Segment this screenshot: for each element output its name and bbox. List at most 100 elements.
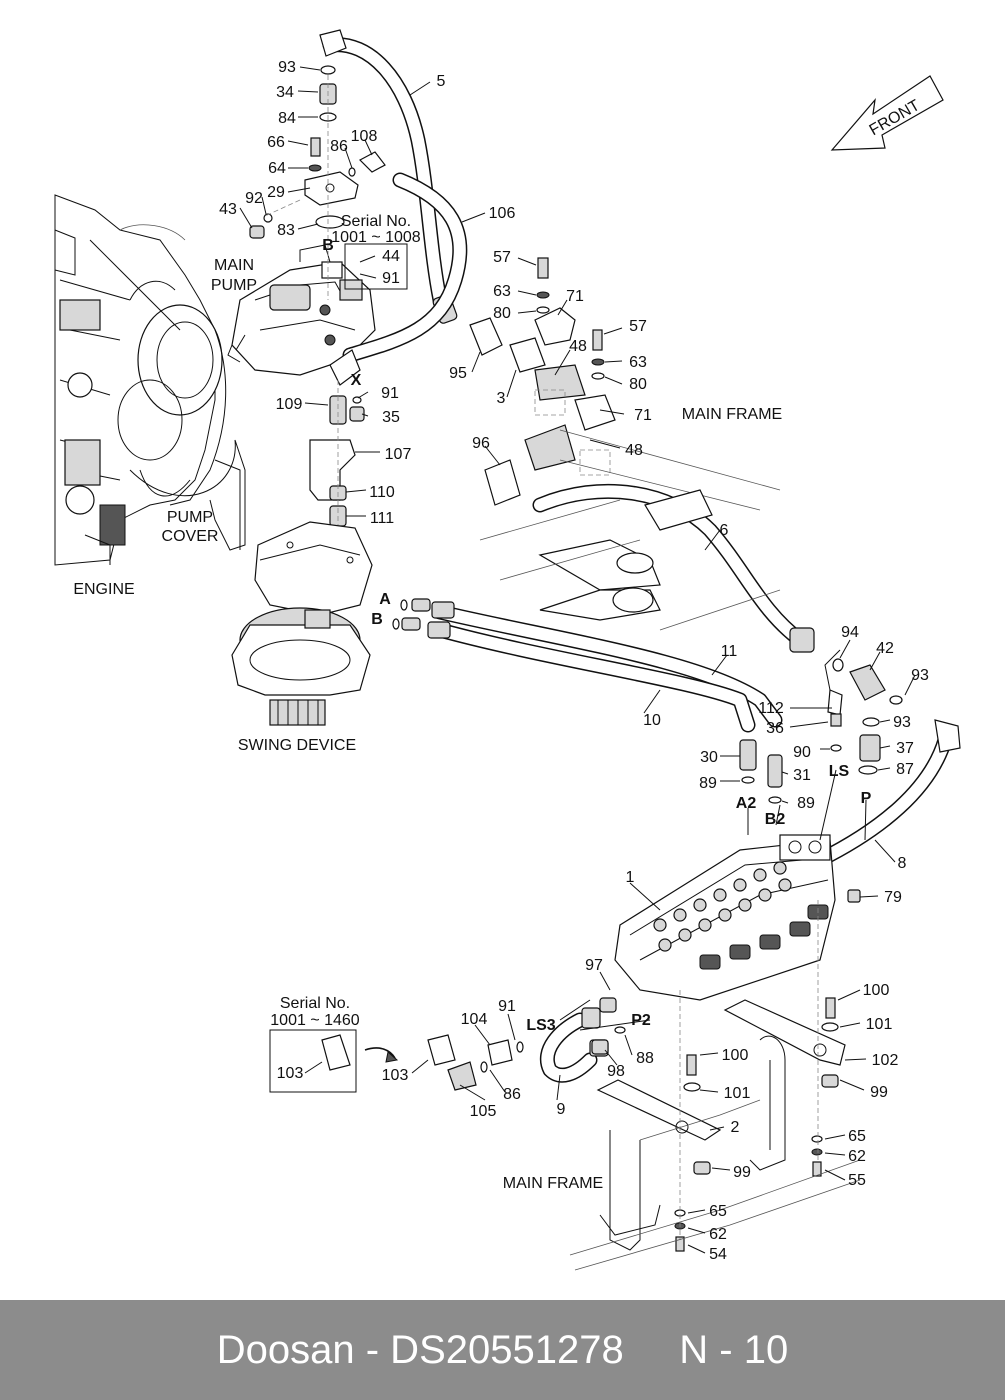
label-main-pump: MAIN: [214, 257, 254, 274]
hoses-10-11: [427, 601, 783, 733]
footer-text: Doosan - DS20551278 N - 10: [216, 1327, 789, 1372]
part-number: 104: [461, 1011, 488, 1028]
part-number: 80: [629, 376, 647, 393]
hydraulic-parts-diagram: MAIN PUMP PUMP COVER ENGINE SWING DEVICE…: [54, 29, 961, 1271]
part-number: 63: [629, 354, 647, 371]
brackets: [596, 900, 846, 1252]
part-number: 95: [449, 365, 467, 382]
part-number: 109: [276, 396, 303, 413]
control-valve-drawing: [614, 834, 861, 1001]
part-number: 55: [848, 1172, 866, 1189]
part-number: 42: [876, 640, 894, 657]
part-number: 30: [700, 749, 718, 766]
bottom-left-fittings: [427, 997, 626, 1091]
port-label-a: A: [379, 591, 391, 608]
port-label-b-swing: B: [371, 611, 383, 628]
part-number: 48: [569, 338, 587, 355]
part-number: 35: [382, 409, 400, 426]
part-number: 102: [872, 1052, 899, 1069]
part-number: 99: [733, 1164, 751, 1181]
part-number: 89: [699, 775, 717, 792]
leader-lines: [239, 66, 916, 1254]
part-number: 29: [267, 184, 285, 201]
top-right-fittings: [469, 257, 616, 506]
part-number: 62: [709, 1226, 727, 1243]
main-pump-drawing: [227, 244, 376, 376]
serial-box-1: [344, 243, 408, 290]
top-fitting-stack: [249, 65, 386, 300]
serial-box-2: [269, 1029, 357, 1093]
part-number: 96: [472, 435, 490, 452]
part-number: 66: [267, 134, 285, 151]
part-number: 107: [385, 446, 412, 463]
part-number: 79: [884, 889, 902, 906]
port-label-a2: A2: [736, 795, 757, 812]
control-valve-port-fittings: [739, 739, 783, 804]
part-number: 80: [493, 305, 511, 322]
part-number: 64: [268, 160, 286, 177]
part-number: 101: [724, 1085, 751, 1102]
part-number: 63: [493, 283, 511, 300]
part-number: 91: [381, 385, 399, 402]
part-number: 88: [636, 1050, 654, 1067]
part-number: 106: [489, 205, 516, 222]
part-number: 11: [721, 643, 738, 660]
engine-drawing: [54, 194, 227, 566]
part-number: 87: [896, 761, 914, 778]
part-number: 94: [841, 624, 859, 641]
part-number: 83: [277, 222, 295, 239]
part-number: 93: [911, 667, 929, 684]
part-number: 57: [493, 249, 511, 266]
label-main-pump: PUMP: [211, 277, 257, 294]
label-swing-device: SWING DEVICE: [238, 737, 356, 754]
part-number: 44: [382, 248, 400, 265]
pump-cover-outline: [129, 439, 246, 551]
hose-106: [329, 172, 468, 386]
part-number: 84: [278, 110, 296, 127]
label-serial-2: Serial No.: [280, 995, 350, 1012]
part-number: 99: [870, 1084, 888, 1101]
part-number: 65: [848, 1128, 866, 1145]
label-serial-1-range: 1001 ~ 1008: [331, 229, 421, 246]
part-number: 100: [722, 1047, 749, 1064]
part-number: 54: [709, 1246, 727, 1263]
part-number: 93: [893, 714, 911, 731]
port-label-ls: LS: [829, 763, 850, 780]
main-frame-upper: [479, 429, 781, 631]
part-number: 103: [277, 1065, 304, 1082]
part-number: 34: [276, 84, 294, 101]
pump-port-fittings: [309, 380, 365, 530]
port-label-ls3: LS3: [526, 1017, 555, 1034]
label-pump-cover: COVER: [162, 528, 219, 545]
part-number: 5: [437, 73, 446, 90]
label-main-frame-bottom: MAIN FRAME: [503, 1175, 603, 1192]
part-number: 37: [896, 740, 914, 757]
right-port-fittings: [827, 658, 903, 775]
label-main-frame-top: MAIN FRAME: [682, 406, 782, 423]
part-number: 89: [797, 795, 815, 812]
part-number: 62: [848, 1148, 866, 1165]
part-number: 100: [863, 982, 890, 999]
part-number: 36: [766, 720, 784, 737]
port-label-p2: P2: [631, 1012, 651, 1029]
part-number: 1: [626, 869, 635, 886]
label-pump-cover: PUMP: [167, 509, 213, 526]
swing-device-drawing: [231, 521, 373, 726]
part-number: 31: [793, 767, 811, 784]
part-number: 48: [625, 442, 643, 459]
part-number: 110: [369, 484, 395, 501]
part-number: 6: [720, 522, 729, 539]
part-number: 8: [898, 855, 907, 872]
part-number: 86: [330, 138, 348, 155]
part-number: 101: [866, 1016, 893, 1033]
main-frame-lower: [569, 1035, 861, 1271]
part-number: 9: [557, 1101, 566, 1118]
part-number: 90: [793, 744, 811, 761]
part-number: 10: [643, 712, 661, 729]
part-number: 2: [731, 1119, 740, 1136]
label-serial-2-range: 1001 ~ 1460: [270, 1012, 360, 1029]
part-number: 57: [629, 318, 647, 335]
footer-bar: Doosan - DS20551278 N - 10: [0, 1300, 1005, 1400]
port-label-x: X: [351, 372, 362, 389]
hose-6: [532, 483, 815, 653]
